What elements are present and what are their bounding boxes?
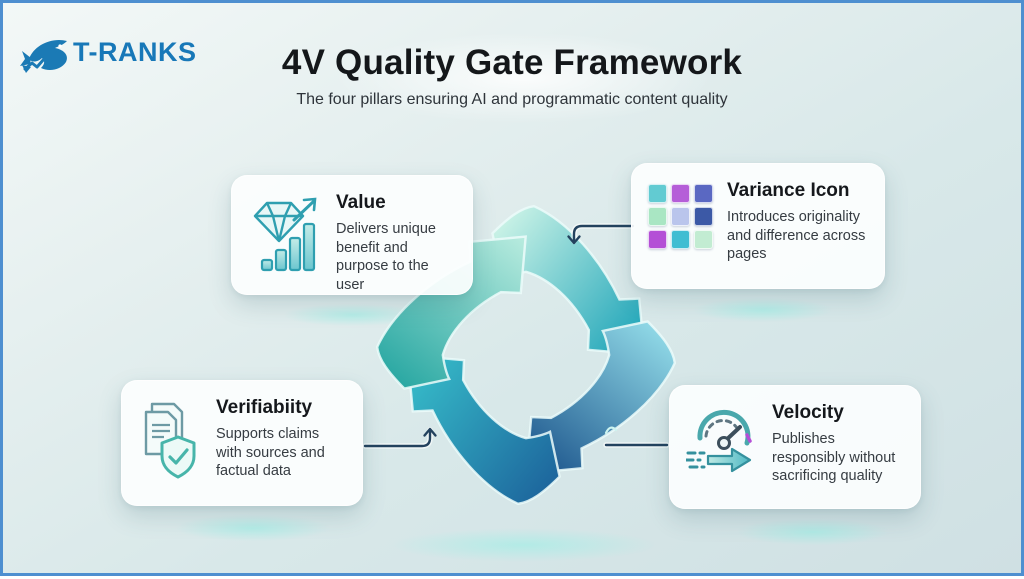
card-title-variance: Variance Icon — [727, 180, 850, 201]
logo: T-RANKS — [19, 29, 197, 75]
card-title-value: Value — [336, 192, 386, 213]
grid-cell — [648, 207, 667, 226]
grid-cell — [694, 184, 713, 203]
connector-lines — [362, 223, 670, 449]
card-description-velocity: Publishes responsibly without sacrificin… — [772, 431, 896, 485]
shark-trend-icon — [20, 39, 67, 73]
page-subtitle: The four pillars ensuring AI and program… — [296, 91, 728, 108]
card-title-verifiability: Verifiabiity — [216, 397, 313, 418]
card-description-value: Delivers unique benefit and purpose to t… — [336, 221, 436, 293]
variance-color-grid-icon — [648, 184, 713, 249]
page-title: 4V Quality Gate Framework — [281, 43, 743, 82]
documents-shield-check-icon — [144, 402, 196, 479]
grid-cell — [648, 184, 667, 203]
grid-cell — [694, 207, 713, 226]
grid-cell — [648, 230, 667, 249]
grid-cell — [694, 230, 713, 249]
card-value: Value Delivers unique benefit and purpos… — [231, 175, 473, 295]
grid-cell — [671, 184, 690, 203]
speedometer-fast-arrow-icon — [686, 409, 752, 473]
diamond-bar-chart-growth-icon — [253, 197, 317, 272]
card-verifiability: Verifiabiity Supports claims with source… — [121, 380, 363, 506]
card-title-velocity: Velocity — [772, 402, 844, 423]
card-description-variance: Introduces originality and difference ac… — [727, 209, 866, 263]
grid-cell — [671, 207, 690, 226]
card-velocity: Velocity Publishes responsibly without s… — [669, 385, 921, 509]
connector-verifiability — [363, 428, 432, 448]
connector-verifiability-arrowhead — [423, 427, 437, 437]
card-variance: Variance Icon Introduces originality and… — [631, 163, 885, 289]
card-description-verifiability: Supports claims with sources and factual… — [216, 426, 325, 480]
logo-text: T-RANKS — [73, 36, 197, 67]
arrow-curl-decoration — [604, 426, 618, 435]
connector-variance — [572, 224, 635, 243]
grid-cell — [671, 230, 690, 249]
connector-variance-arrowhead — [567, 235, 581, 245]
